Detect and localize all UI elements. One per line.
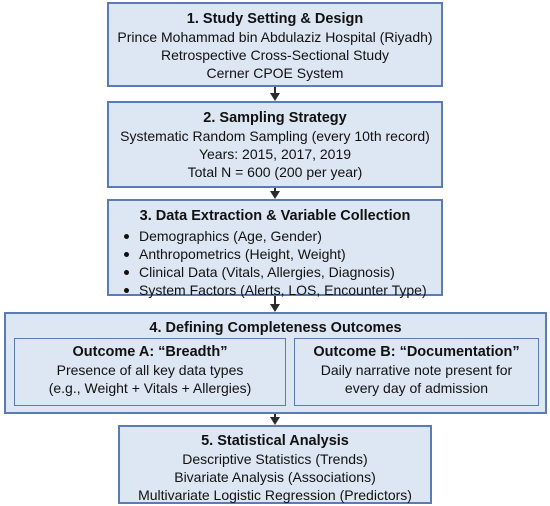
outcome-b-title: Outcome B: “Documentation” xyxy=(313,344,520,360)
step-1-study-setting-box: 1. Study Setting & Design Prince Mohamma… xyxy=(107,2,443,87)
step-2-line-2: Years: 2015, 2017, 2019 xyxy=(198,146,352,162)
outcome-a-title: Outcome A: “Breadth” xyxy=(72,344,228,360)
list-item: Demographics (Age, Gender) xyxy=(123,227,441,245)
step-5-title: 5. Statistical Analysis xyxy=(201,433,349,449)
bullet-icon xyxy=(124,288,129,293)
step-5-line-3: Multivariate Logistic Regression (Predic… xyxy=(138,487,412,503)
step-3-title: 3. Data Extraction & Variable Collection xyxy=(139,208,411,224)
step-3-data-extraction-box: 3. Data Extraction & Variable Collection… xyxy=(107,199,443,299)
step-2-sampling-box: 2. Sampling Strategy Systematic Random S… xyxy=(107,101,443,188)
arrow-3-to-4 xyxy=(270,296,280,312)
step-1-line-2: Retrospective Cross-Sectional Study xyxy=(161,47,389,63)
list-item-text: Demographics (Age, Gender) xyxy=(139,228,322,244)
bullet-icon xyxy=(124,270,129,275)
step-1-title: 1. Study Setting & Design xyxy=(186,11,364,27)
variable-list: Demographics (Age, Gender) Anthropometri… xyxy=(109,227,441,299)
list-item-text: Anthropometrics (Height, Weight) xyxy=(139,246,346,262)
outcome-b-line-2: every day of admission xyxy=(344,380,489,396)
arrow-1-to-2 xyxy=(270,87,280,101)
step-5-line-1: Descriptive Statistics (Trends) xyxy=(182,451,368,467)
outcome-b-line-1: Daily narrative note present for xyxy=(320,362,513,378)
bullet-icon xyxy=(124,252,129,257)
step-4-title: 4. Defining Completeness Outcomes xyxy=(149,320,402,336)
step-1-line-1: Prince Mohammad bin Abdulaziz Hospital (… xyxy=(117,29,433,45)
list-item: Anthropometrics (Height, Weight) xyxy=(123,245,441,263)
arrow-4-to-5 xyxy=(270,414,280,425)
bullet-icon xyxy=(124,234,129,239)
list-item: System Factors (Alerts, LOS, Encounter T… xyxy=(123,281,441,299)
step-4-outcomes-box: 4. Defining Completeness Outcomes Outcom… xyxy=(4,312,547,414)
list-item-text: Clinical Data (Vitals, Allergies, Diagno… xyxy=(139,264,395,280)
list-item-text: System Factors (Alerts, LOS, Encounter T… xyxy=(139,282,427,298)
step-1-line-3: Cerner CPOE System xyxy=(206,65,344,81)
step-2-title: 2. Sampling Strategy xyxy=(203,110,347,126)
step-5-line-2: Bivariate Analysis (Associations) xyxy=(174,469,376,485)
outcome-a-line-2: (e.g., Weight + Vitals + Allergies) xyxy=(48,380,252,396)
outcome-b-box: Outcome B: “Documentation” Daily narrati… xyxy=(294,338,539,406)
outcome-a-box: Outcome A: “Breadth” Presence of all key… xyxy=(14,338,286,406)
arrow-2-to-3 xyxy=(270,188,280,199)
step-5-statistical-analysis-box: 5. Statistical Analysis Descriptive Stat… xyxy=(118,425,432,504)
step-2-line-3: Total N = 600 (200 per year) xyxy=(187,164,363,180)
list-item: Clinical Data (Vitals, Allergies, Diagno… xyxy=(123,263,441,281)
step-2-line-1: Systematic Random Sampling (every 10th r… xyxy=(120,128,430,144)
outcome-a-line-1: Presence of all key data types xyxy=(56,362,244,378)
